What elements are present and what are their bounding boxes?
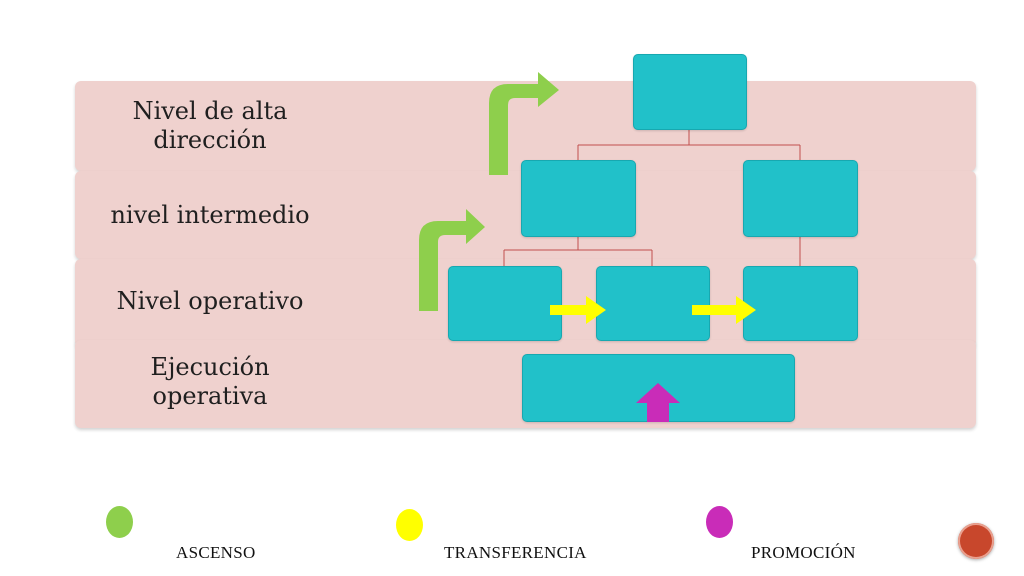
legend-label-ascenso: ASCENSO [176, 543, 256, 562]
legend-label-promocion: PROMOCIÓN [751, 543, 856, 562]
org-box-bottom-left [448, 266, 562, 341]
level-label-alta-direccion: Nivel de alta dirección [132, 97, 288, 154]
legend-dot-transferencia [396, 509, 423, 541]
page-number-badge-icon [958, 523, 994, 559]
org-box-top [633, 54, 747, 130]
legend-dot-ascenso [106, 506, 133, 538]
level-label-operativo: Nivel operativo [116, 287, 304, 315]
org-box-mid-left [521, 160, 636, 237]
ascenso-arrow-icon [489, 72, 559, 175]
legend-label-transferencia: TRANSFERENCIA [444, 543, 587, 562]
org-box-mid-right [743, 160, 858, 237]
org-box-bottom-center [596, 266, 710, 341]
transferencia-arrow-icon [550, 296, 606, 324]
level-label-intermedio: nivel intermedio [110, 201, 310, 229]
ascenso-arrow-icon [419, 209, 485, 311]
promocion-arrow-icon [636, 383, 680, 422]
legend-dot-promocion [706, 506, 733, 538]
transferencia-arrow-icon [692, 296, 756, 324]
level-label-ejecucion: Ejecución operativa [150, 353, 270, 410]
